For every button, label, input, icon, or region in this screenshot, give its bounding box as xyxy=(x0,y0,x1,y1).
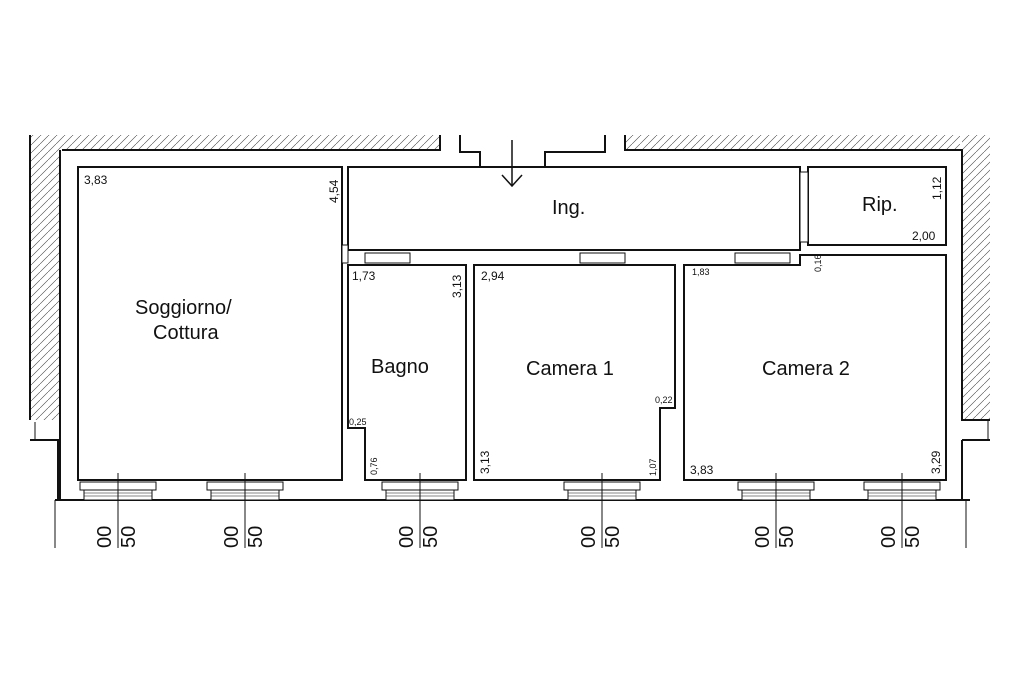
window-sill-label: 00 xyxy=(752,526,774,548)
dim-rip-width: 2,00 xyxy=(912,229,936,243)
room-camera1 xyxy=(473,264,676,481)
room-soggiorno xyxy=(77,166,343,481)
window-sill-label: 50 xyxy=(602,526,624,548)
window-sill-label: 00 xyxy=(221,526,243,548)
dim-bagno-step: 0,25 xyxy=(349,417,367,427)
window-sill-label: 00 xyxy=(578,526,600,548)
window-sill-label: 00 xyxy=(396,526,418,548)
room-bagno xyxy=(347,264,467,481)
dim-soggiorno-width: 3,83 xyxy=(84,173,108,187)
label-soggiorno-1: Soggiorno/ xyxy=(135,297,232,319)
dim-camera2-depth: 3,29 xyxy=(929,450,943,474)
window-sill-label: 50 xyxy=(118,526,140,548)
dim-bagno-width: 1,73 xyxy=(352,269,376,283)
door-openings xyxy=(341,171,809,264)
dim-camera1-width: 2,94 xyxy=(481,269,505,283)
dim-bagno-depth: 3,13 xyxy=(450,274,464,298)
window-axis-lines xyxy=(54,473,967,548)
dim-camera2-width-top: 1,83 xyxy=(692,267,710,277)
dim-camera2-width: 3,83 xyxy=(690,463,714,477)
entrance-arrow-icon xyxy=(501,140,523,188)
window-sill-label: 50 xyxy=(245,526,267,548)
window-sill-label: 50 xyxy=(776,526,798,548)
dim-camera1-step: 0,22 xyxy=(655,395,673,405)
room-ingresso xyxy=(347,166,801,251)
label-camera1: Camera 1 xyxy=(526,358,614,380)
label-bagno: Bagno xyxy=(371,356,429,378)
label-ripostiglio: Rip. xyxy=(862,194,898,216)
windows xyxy=(79,481,941,501)
label-camera2: Camera 2 xyxy=(762,358,850,380)
label-ingresso: Ing. xyxy=(552,197,585,219)
dim-bagno-step-depth: 0,76 xyxy=(369,457,379,475)
window-sill-label: 50 xyxy=(902,526,924,548)
dim-camera1-step-depth: 1,07 xyxy=(648,458,658,476)
window-sill-label: 00 xyxy=(878,526,900,548)
exterior-hatching xyxy=(30,135,990,420)
label-soggiorno-2: Cottura xyxy=(153,322,219,344)
outer-walls xyxy=(29,135,990,501)
window-sill-label: 50 xyxy=(420,526,442,548)
window-sill-label: 00 xyxy=(94,526,116,548)
dim-camera2-step: 0,16 xyxy=(813,254,823,272)
room-camera2 xyxy=(683,254,947,481)
dim-rip-depth: 1,12 xyxy=(930,176,944,200)
dim-soggiorno-depth: 4,54 xyxy=(327,179,341,203)
dim-camera1-depth: 3,13 xyxy=(478,450,492,474)
